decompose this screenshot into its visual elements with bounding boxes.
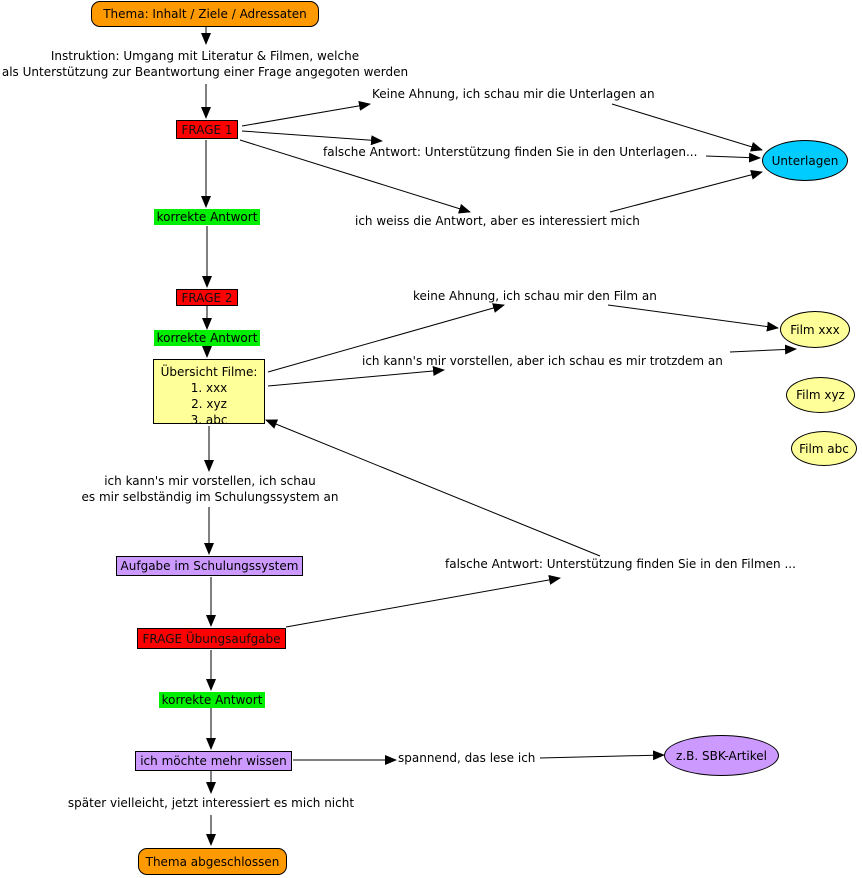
self-study-line-1: ich kann's mir vorstellen, ich schau xyxy=(104,474,316,488)
edge-label-wrong-films: falsche Antwort: Unterstützung finden Si… xyxy=(445,557,796,571)
film-abc-node: Film abc xyxy=(791,431,857,466)
edge-label-imagine-watch: ich kann's mir vorstellen, aber ich scha… xyxy=(362,354,723,368)
correct-answer-2-node: korrekte Antwort xyxy=(154,330,260,346)
film-xyz-node: Film xyz xyxy=(786,377,855,413)
article-label: z.B. SBK-Artikel xyxy=(676,748,767,763)
arrow-q1-to-label-wrong xyxy=(241,130,383,146)
learn-more-node: ich möchte mehr wissen xyxy=(135,751,292,771)
article-node: z.B. SBK-Artikel xyxy=(664,735,779,776)
edge-label-wrong-docs: falsche Antwort: Unterstützung finden Si… xyxy=(323,145,698,159)
edge-label-no-idea-film: keine Ahnung, ich schau mir den Film an xyxy=(413,289,657,303)
arrow-label-film-to-filmxxx xyxy=(607,304,779,332)
films-overview-item: 1. xxx xyxy=(190,381,228,395)
films-overview-title: Übersicht Filme: xyxy=(160,365,258,379)
correct-answer-1-label: korrekte Antwort xyxy=(156,210,258,224)
question1-node: FRAGE 1 xyxy=(176,120,238,139)
correct-answer-3-label: korrekte Antwort xyxy=(161,693,263,707)
practice-question-node: FRAGE Übungsaufgabe xyxy=(137,628,286,649)
training-task-node: Aufgabe im Schulungssystem xyxy=(116,556,303,576)
topic-label: Thema: Inhalt / Ziele / Adressaten xyxy=(103,7,307,21)
film-xxx-label: Film xxx xyxy=(790,322,840,337)
film-xxx-node: Film xxx xyxy=(780,311,850,348)
film-abc-label: Film abc xyxy=(799,441,849,456)
later-label: später vielleicht, jetzt interessiert es… xyxy=(67,796,355,810)
arrow-label-wrong-to-docs xyxy=(705,152,761,163)
films-overview-list: 1. xxx 2. xyz 3. abc xyxy=(154,380,264,428)
correct-answer-1-node: korrekte Antwort xyxy=(154,209,260,225)
documents-node: Unterlagen xyxy=(762,140,848,181)
arrow-label-know-to-docs xyxy=(609,169,763,213)
arrow-label-imagine-to-filmxxx xyxy=(729,344,797,355)
topic-done-node: Thema abgeschlossen xyxy=(138,848,287,875)
arrow-q1-to-label-no-idea xyxy=(241,100,371,127)
film-xyz-label: Film xyz xyxy=(796,388,845,402)
films-overview-node: Übersicht Filme: 1. xxx 2. xyz 3. abc xyxy=(153,359,265,427)
later-node: später vielleicht, jetzt interessiert es… xyxy=(60,795,362,811)
arrow-label-exciting-to-article xyxy=(539,750,665,761)
edge-label-no-idea-docs: Keine Ahnung, ich schau mir die Unterlag… xyxy=(372,87,655,101)
films-overview-item: 2. xyz xyxy=(191,397,227,411)
edge-label-know-interest: ich weiss die Antwort, aber es interessi… xyxy=(355,214,640,228)
instruction-line-1: Instruktion: Umgang mit Literatur & Film… xyxy=(50,49,360,63)
instruction-line-2: als Unterstützung zur Beantwortung einer… xyxy=(1,65,409,79)
arrow-q1-to-label-know xyxy=(239,139,471,214)
arrow-practice-to-label-wrong-films xyxy=(285,575,561,628)
correct-answer-3-node: korrekte Antwort xyxy=(159,692,265,708)
question1-label: FRAGE 1 xyxy=(181,122,233,137)
self-study-node: ich kann's mir vorstellen, ich schau es … xyxy=(60,473,360,505)
arrow-label-wrong-films-to-films xyxy=(265,419,601,557)
topic-node: Thema: Inhalt / Ziele / Adressaten xyxy=(91,1,319,27)
learn-more-label: ich möchte mehr wissen xyxy=(140,754,287,768)
arrow-films-to-label-imagine xyxy=(267,366,445,387)
edge-label-exciting-read: spannend, das lese ich xyxy=(398,751,536,765)
practice-question-label: FRAGE Übungsaufgabe xyxy=(142,631,281,646)
topic-done-label: Thema abgeschlossen xyxy=(145,854,280,869)
question2-label: FRAGE 2 xyxy=(181,290,233,305)
documents-label: Unterlagen xyxy=(771,153,839,168)
self-study-line-2: es mir selbständig im Schulungssystem an xyxy=(81,490,339,504)
films-overview-item: 3. abc xyxy=(190,413,228,427)
correct-answer-2-label: korrekte Antwort xyxy=(156,331,258,345)
question2-node: FRAGE 2 xyxy=(176,289,238,306)
training-task-label: Aufgabe im Schulungssystem xyxy=(120,559,299,573)
arrow-label-no-idea-to-docs xyxy=(611,103,763,152)
arrow-films-to-label-film xyxy=(267,303,505,373)
instruction-node: Instruktion: Umgang mit Literatur & Film… xyxy=(0,48,410,80)
